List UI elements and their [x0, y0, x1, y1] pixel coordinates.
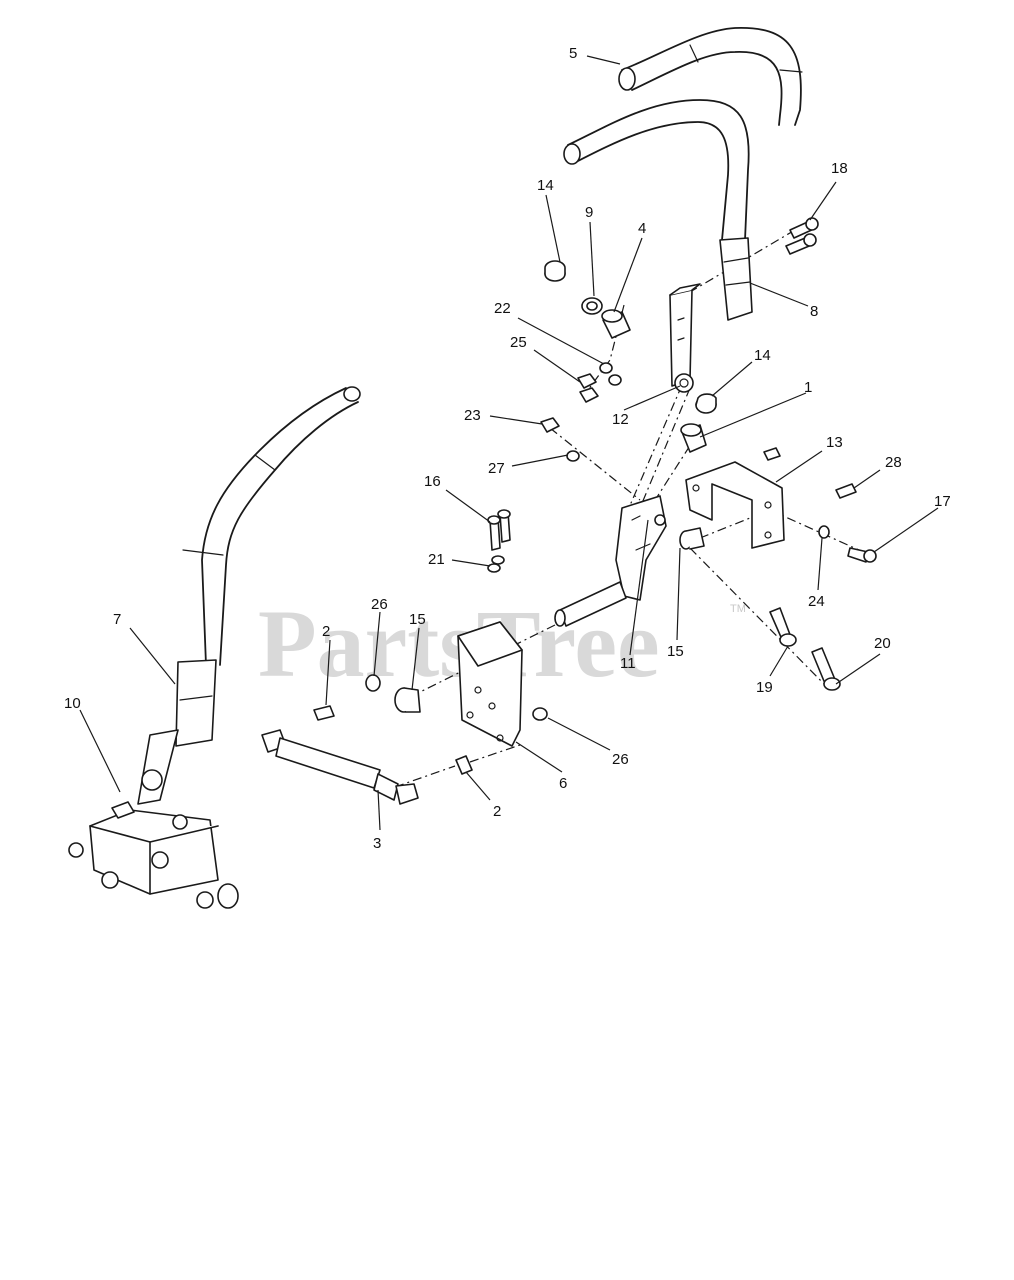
bracket-13: [685, 447, 785, 549]
callout-11: 11: [620, 655, 636, 672]
callout-5: 5: [569, 45, 577, 62]
callout-23: 23: [464, 407, 481, 424]
damper-3: [261, 729, 419, 805]
callout-2-left: 2: [322, 623, 330, 640]
callout-labels: 5 14 9 4 18 8 22 25 14 12 1 23 27 13 28 …: [64, 45, 951, 852]
bolt-28: [835, 483, 857, 499]
bolts-16: [487, 509, 511, 551]
callout-27: 27: [488, 460, 505, 477]
handle-upper-right: [618, 27, 803, 126]
bushing-15-left: [394, 687, 421, 713]
callout-9: 9: [585, 204, 593, 221]
callout-28: 28: [885, 454, 902, 471]
stud-2-right: [455, 755, 473, 775]
washer-9: [581, 297, 603, 315]
leader-lines: [79, 55, 939, 831]
bolt-17: [847, 547, 877, 563]
callout-20: 20: [874, 635, 891, 652]
mounting-plate-6: [457, 621, 523, 747]
spacer-4: [601, 309, 631, 339]
callout-8: 8: [810, 303, 818, 320]
pin-20: [811, 647, 841, 691]
callout-14-lower: 14: [754, 347, 771, 364]
callout-21: 21: [428, 551, 445, 568]
callout-13: 13: [826, 434, 843, 451]
nuts-25: [577, 373, 599, 403]
callout-7: 7: [113, 611, 121, 628]
callout-6: 6: [559, 775, 567, 792]
handle-bar-right: [563, 99, 753, 321]
callout-26-left: 26: [371, 596, 388, 613]
callout-17: 17: [934, 493, 951, 510]
callout-3: 3: [373, 835, 381, 852]
washer-27: [566, 450, 580, 462]
callout-4: 4: [638, 220, 646, 237]
callout-10: 10: [64, 695, 81, 712]
callout-15-left: 15: [409, 611, 426, 628]
nut-23: [540, 417, 560, 433]
bushing-15-right: [679, 527, 705, 550]
washers-22: [599, 362, 622, 386]
callout-19: 19: [756, 679, 773, 696]
spacer-1: [680, 423, 707, 453]
control-arm-12: [669, 283, 701, 393]
nut-26-right: [532, 707, 548, 721]
callout-1: 1: [804, 379, 812, 396]
washers-21: [487, 555, 505, 573]
nut-26-left: [365, 674, 381, 692]
watermark-trademark: TM: [730, 603, 746, 615]
handle-left-7: [175, 386, 361, 747]
washer-24: [818, 525, 830, 539]
callout-18: 18: [831, 160, 848, 177]
callout-14-upper: 14: [537, 177, 554, 194]
pin-19: [769, 607, 797, 647]
bushing-14-upper: [544, 260, 566, 282]
callout-22: 22: [494, 300, 511, 317]
callout-16: 16: [424, 473, 441, 490]
callout-24: 24: [808, 593, 825, 610]
callout-26-right: 26: [612, 751, 629, 768]
bushing-14-lower: [695, 393, 717, 414]
base-assembly-10: [68, 729, 239, 909]
callout-15-right: 15: [667, 643, 684, 660]
control-lever-11: [554, 495, 667, 627]
stud-2-left: [313, 705, 335, 721]
callout-2-right: 2: [493, 803, 501, 820]
bolts-18: [785, 217, 819, 255]
callout-25: 25: [510, 334, 527, 351]
callout-12: 12: [612, 411, 629, 428]
